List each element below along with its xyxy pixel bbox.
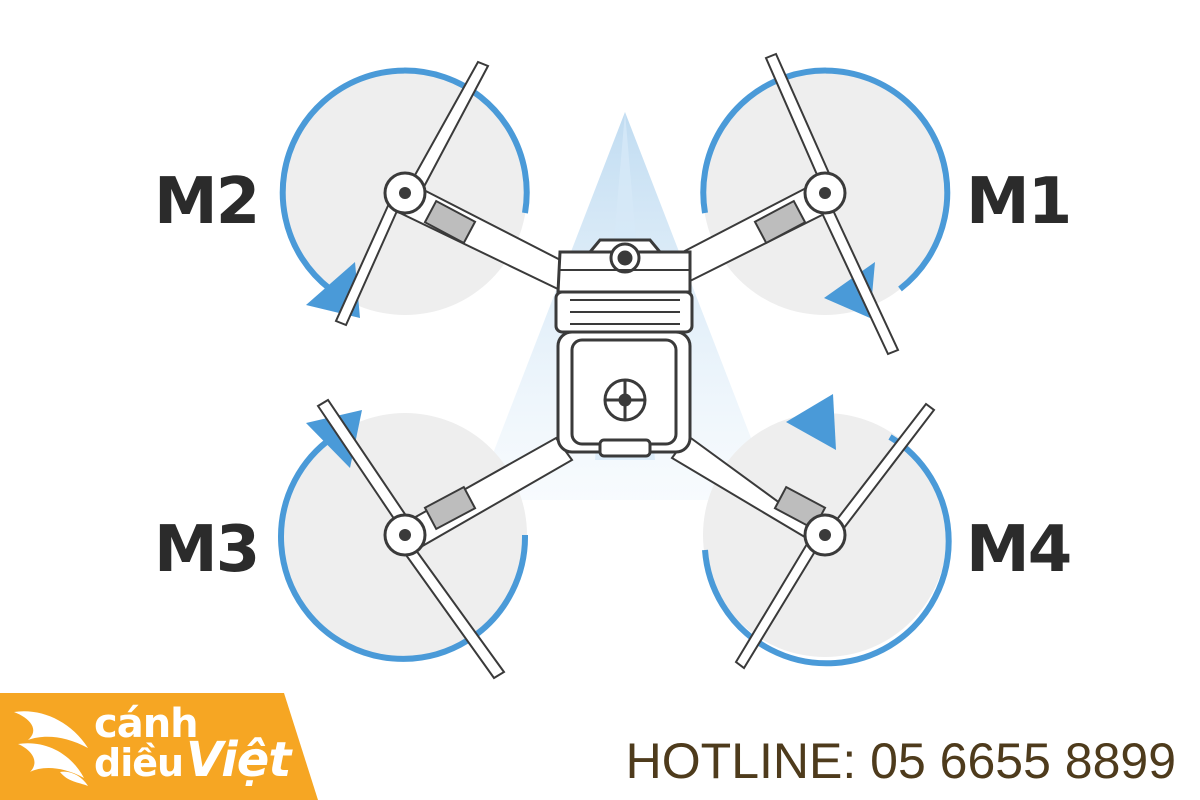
hotline-text: HOTLINE: 05 6655 8899: [625, 733, 1176, 789]
drone-camera: [609, 242, 641, 274]
tank-lid: [603, 378, 647, 422]
rotation-arc-m3: [278, 434, 529, 662]
motor-housing-m1: [753, 199, 807, 245]
brand-name-line1: cánh: [94, 701, 199, 747]
motor-label-m2: M2: [154, 165, 260, 239]
brand-name-line2: diều: [94, 741, 184, 785]
arrowhead-m3: [306, 410, 362, 468]
rotation-arc-m1: [700, 67, 951, 292]
brand-name-line3: Việt: [186, 732, 291, 788]
motor-housing-m2: [423, 199, 477, 245]
motor-label-m4: M4: [966, 513, 1072, 587]
motor-label-m1: M1: [966, 165, 1072, 239]
kite-logo-icon: [14, 711, 88, 786]
rotation-arc-m4: [702, 434, 952, 667]
body-detail-lines: [560, 269, 690, 325]
motor-housing-m3: [423, 485, 477, 531]
motor-label-m3: M3: [154, 513, 260, 587]
propeller-m1: [764, 52, 900, 356]
rotation-arc-m2: [279, 67, 530, 292]
arrowhead-m4: [786, 394, 836, 450]
